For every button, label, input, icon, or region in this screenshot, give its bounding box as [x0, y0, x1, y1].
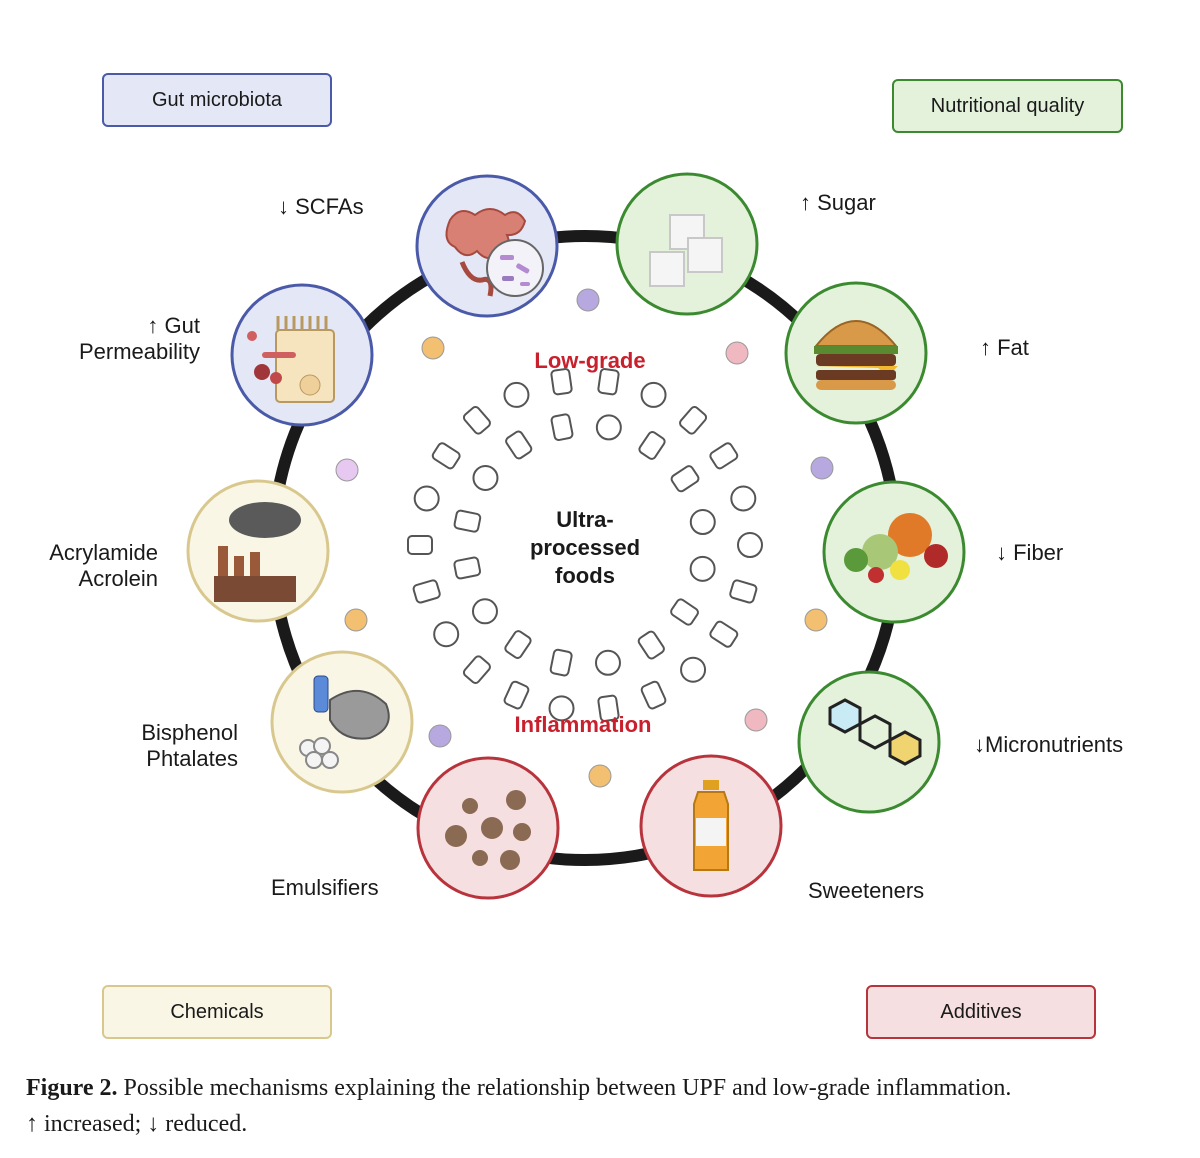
caption-line2: ↑ increased; ↓ reduced.	[26, 1111, 248, 1137]
food-doodle	[503, 381, 530, 408]
label-sweeteners: Sweeteners	[808, 878, 925, 903]
food-doodle	[472, 464, 499, 491]
food-doodle	[453, 556, 482, 580]
food-doodle	[729, 579, 758, 604]
food-doodle	[638, 431, 666, 460]
label-bisphenol: Bisphenol	[141, 720, 238, 745]
label-emulsifiers: Emulsifiers	[271, 875, 379, 900]
label-scfas: ↓ SCFAs	[278, 194, 364, 219]
center-title-line3: foods	[555, 563, 615, 588]
food-doodle	[505, 430, 533, 460]
food-doodle	[413, 485, 440, 512]
food-doodle	[730, 485, 757, 512]
center-title-line1: Ultra-	[556, 507, 614, 532]
food-doodle	[550, 368, 573, 396]
caption-label: Figure 2.	[26, 1075, 118, 1101]
label-fat: ↑ Fat	[980, 335, 1029, 360]
immune-cell	[725, 341, 749, 365]
molecule-icon	[797, 670, 941, 814]
immune-cell	[744, 708, 768, 732]
immune-cell	[335, 458, 359, 482]
food-doodle	[679, 405, 708, 435]
immune-cell	[576, 288, 600, 312]
food-doodle	[431, 442, 461, 470]
low-grade-title: Low-grade	[534, 348, 646, 373]
immune-cell	[421, 336, 445, 360]
label-fiber: ↓ Fiber	[996, 540, 1064, 565]
food-doodle	[597, 694, 620, 722]
category-gut-microbiota: Gut microbiota	[102, 73, 332, 127]
plastic-waste-icon	[270, 650, 414, 794]
food-doodle	[412, 579, 441, 604]
label-acrolein: Acrolein	[78, 566, 158, 591]
food-doodle	[503, 680, 530, 710]
vegetables-icon	[822, 480, 966, 624]
category-nutritional-quality: Nutritional quality	[892, 79, 1123, 133]
food-doodle	[709, 620, 739, 648]
category-chemicals: Chemicals	[102, 985, 332, 1039]
food-doodle	[680, 656, 707, 683]
food-doodle	[406, 534, 434, 556]
label-gut-line2: Permeability	[78, 339, 200, 364]
food-doodle	[670, 465, 700, 493]
burger-icon	[784, 281, 928, 425]
food-doodle	[637, 630, 665, 660]
food-doodle	[689, 509, 716, 536]
label-acrylamide: Acrylamide	[49, 540, 158, 565]
food-doodle	[689, 555, 716, 582]
food-doodle	[471, 598, 498, 625]
immune-cell	[588, 764, 612, 788]
food-doodle	[462, 655, 491, 685]
emulsion-droplets-icon	[416, 756, 560, 900]
label-sugar: ↑ Sugar	[800, 190, 876, 215]
figure-caption: Figure 2. Possible mechanisms explaining…	[26, 1070, 1186, 1142]
food-doodle	[640, 381, 667, 408]
food-doodle	[549, 648, 573, 677]
food-doodle	[597, 368, 620, 396]
food-doodle	[548, 695, 575, 722]
food-doodle	[737, 532, 763, 558]
label-micronutrients: ↓Micronutrients	[974, 732, 1124, 757]
inflammation-title: Inflammation	[514, 712, 652, 737]
gut-cell-icon	[230, 283, 374, 427]
immune-cell	[810, 456, 834, 480]
caption-text: Possible mechanisms explaining the relat…	[117, 1075, 1012, 1101]
center-title: Ultra- processed foods	[500, 506, 670, 590]
juice-bottle-icon	[639, 754, 783, 898]
immune-cell	[428, 724, 452, 748]
immune-cell	[344, 608, 368, 632]
sugar-cubes-icon	[615, 172, 759, 316]
food-doodle	[595, 414, 622, 441]
food-doodle	[640, 680, 667, 710]
food-doodle	[453, 509, 482, 533]
category-additives: Additives	[866, 985, 1096, 1039]
factory-icon	[186, 479, 330, 623]
immune-cell	[804, 608, 828, 632]
food-doodle	[670, 598, 699, 626]
food-doodle	[433, 621, 460, 648]
label-phtalates: Phtalates	[146, 746, 238, 771]
food-doodle	[504, 630, 532, 659]
center-title-line2: processed	[529, 535, 641, 560]
intestine-icon	[415, 174, 559, 318]
food-doodles-icon	[406, 368, 763, 722]
immune-cell-icon	[335, 288, 834, 788]
food-doodle	[594, 649, 621, 676]
food-doodle	[550, 413, 574, 442]
food-doodle	[462, 405, 491, 435]
label-gut-line1: ↑ Gut	[147, 313, 200, 338]
food-doodle	[709, 442, 739, 470]
